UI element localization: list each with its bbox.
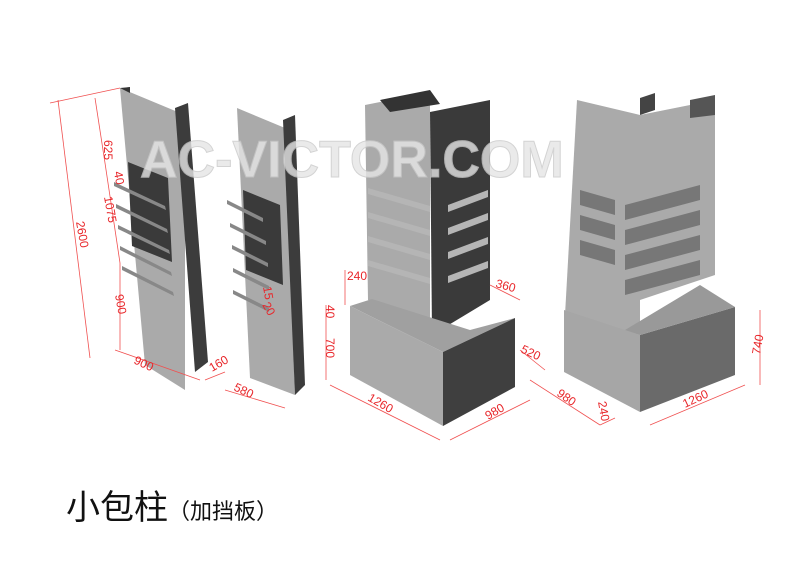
dim-40: 40 (111, 170, 127, 186)
dim-240-top: 240 (347, 269, 367, 283)
dimension-lines (49, 87, 761, 441)
dim-1075: 1075 (101, 195, 119, 224)
dim-900-height: 900 (112, 293, 129, 315)
dim-625: 625 (101, 140, 115, 160)
dim-360: 360 (494, 276, 517, 295)
dim-20: 20 (259, 300, 278, 319)
unit-1-panel (114, 87, 208, 390)
watermark: AC-VICTOR.COM (140, 131, 564, 189)
unit-3-tower (350, 90, 515, 426)
dim-240-b: 240 (595, 400, 612, 422)
dim-740: 740 (749, 333, 766, 355)
dim-40-base: 40 (323, 305, 337, 319)
dim-520: 520 (519, 342, 543, 363)
dim-980-a: 980 (483, 400, 508, 422)
dim-15: 15 (260, 285, 276, 301)
title-sub: （加挡板） (168, 500, 279, 525)
title-main: 小包柱 (66, 488, 168, 528)
drawing-title: 小包柱（加挡板） (66, 480, 278, 529)
dim-700: 700 (323, 338, 337, 358)
unit-2-panel (227, 108, 305, 395)
dim-160: 160 (207, 352, 232, 374)
unit-4-tower (564, 93, 735, 412)
dim-980-b: 980 (554, 386, 579, 409)
dim-2600: 2600 (73, 220, 91, 249)
